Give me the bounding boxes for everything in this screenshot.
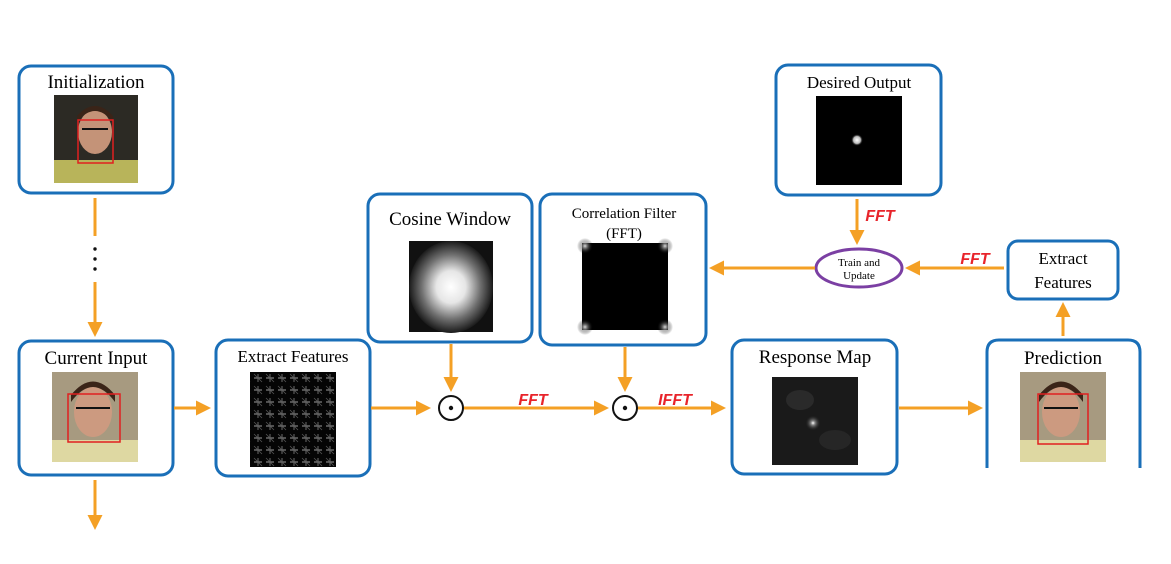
initialization-target-bbox xyxy=(77,119,114,164)
initialization-box: Initialization xyxy=(17,64,175,195)
train-update-line1: Train and xyxy=(838,257,881,269)
prediction-target-bbox xyxy=(1037,393,1089,445)
correlation-filter-title: Correlation Filter xyxy=(572,206,677,222)
response-map-image xyxy=(805,415,821,431)
initialization-face-image xyxy=(54,95,138,183)
extract-features-title: Extract Features xyxy=(238,347,349,366)
fft-label-desired: FFT xyxy=(865,208,896,225)
current-input-box: Current Input xyxy=(17,339,175,477)
cosine-window-title: Cosine Window xyxy=(389,209,511,230)
current-input-title: Current Input xyxy=(45,348,149,369)
fft-label-extract: FFT xyxy=(960,251,991,268)
elementwise-product-icon xyxy=(438,395,464,421)
fft-label-mid: FFT xyxy=(518,392,549,409)
correlation-filter-image xyxy=(577,238,673,335)
train-update-node: Train and Update xyxy=(814,247,904,289)
prediction-face-image xyxy=(1020,372,1106,462)
response-map-title: Response Map xyxy=(759,347,871,368)
ifft-label: IFFT xyxy=(658,392,693,409)
cosine-window-image xyxy=(409,241,493,333)
extract-features-2-line1: Extract xyxy=(1038,249,1087,268)
cosine-window-box: Cosine Window xyxy=(366,192,534,344)
train-update-line2: Update xyxy=(843,270,875,282)
current-input-target-bbox xyxy=(67,393,121,443)
hog-feature-image xyxy=(250,372,336,467)
prediction-box: Prediction xyxy=(985,338,1142,468)
extract-features-2-line2: Features xyxy=(1034,273,1092,292)
correlation-filter-box: Correlation Filter (FFT) xyxy=(538,192,708,347)
response-map-box: Response Map xyxy=(730,338,899,476)
desired-output-title: Desired Output xyxy=(807,73,912,92)
current-input-face-image xyxy=(52,372,138,462)
initialization-title: Initialization xyxy=(47,72,145,93)
correlation-filter-subtitle: (FFT) xyxy=(606,226,642,242)
extract-features-box: Extract Features xyxy=(214,338,372,478)
desired-output-box: Desired Output xyxy=(774,63,943,197)
vertical-ellipsis-icon xyxy=(93,247,97,271)
prediction-title: Prediction xyxy=(1024,348,1103,369)
elementwise-product-2-icon xyxy=(612,395,638,421)
desired-output-image xyxy=(851,134,863,146)
extract-features-2-box: Extract Features xyxy=(1006,239,1120,301)
